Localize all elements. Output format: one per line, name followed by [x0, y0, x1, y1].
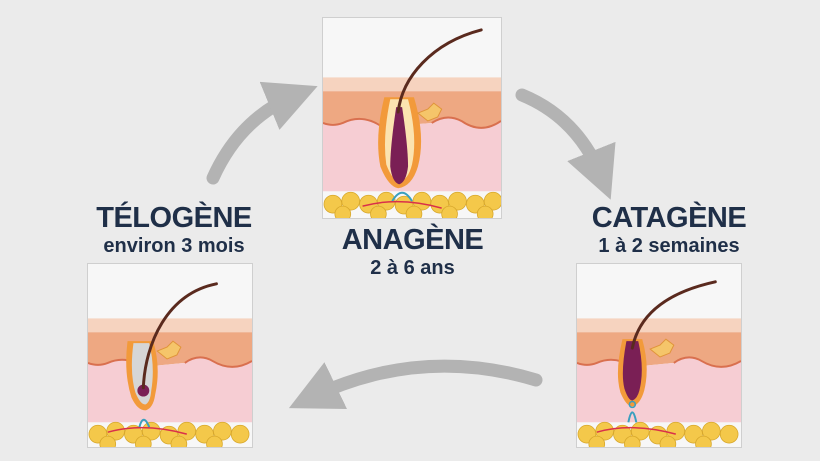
catagen-title: CATAGÈNE [591, 202, 747, 234]
anagen-duration: 2 à 6 ans [370, 257, 455, 279]
anagen-title: ANAGÈNE [341, 224, 484, 256]
arrow-anagen-to-catagen-icon [515, 88, 616, 200]
telogen-illustration [87, 263, 253, 448]
catagen-duration: 1 à 2 semaines [598, 235, 740, 257]
catagen-label: CATAGÈNE 1 à 2 semaines [575, 202, 763, 258]
telogen-duration: environ 3 mois [103, 235, 245, 257]
anagen-label: ANAGÈNE 2 à 6 ans [315, 224, 510, 280]
telogen-title: TÉLOGÈNE [96, 202, 252, 234]
arrow-catagen-to-telogen-icon [288, 359, 543, 410]
arrow-telogen-to-anagen-icon [206, 81, 318, 185]
anagen-illustration [322, 17, 502, 219]
catagen-illustration [576, 263, 742, 448]
telogen-label: TÉLOGÈNE environ 3 mois [88, 202, 260, 258]
